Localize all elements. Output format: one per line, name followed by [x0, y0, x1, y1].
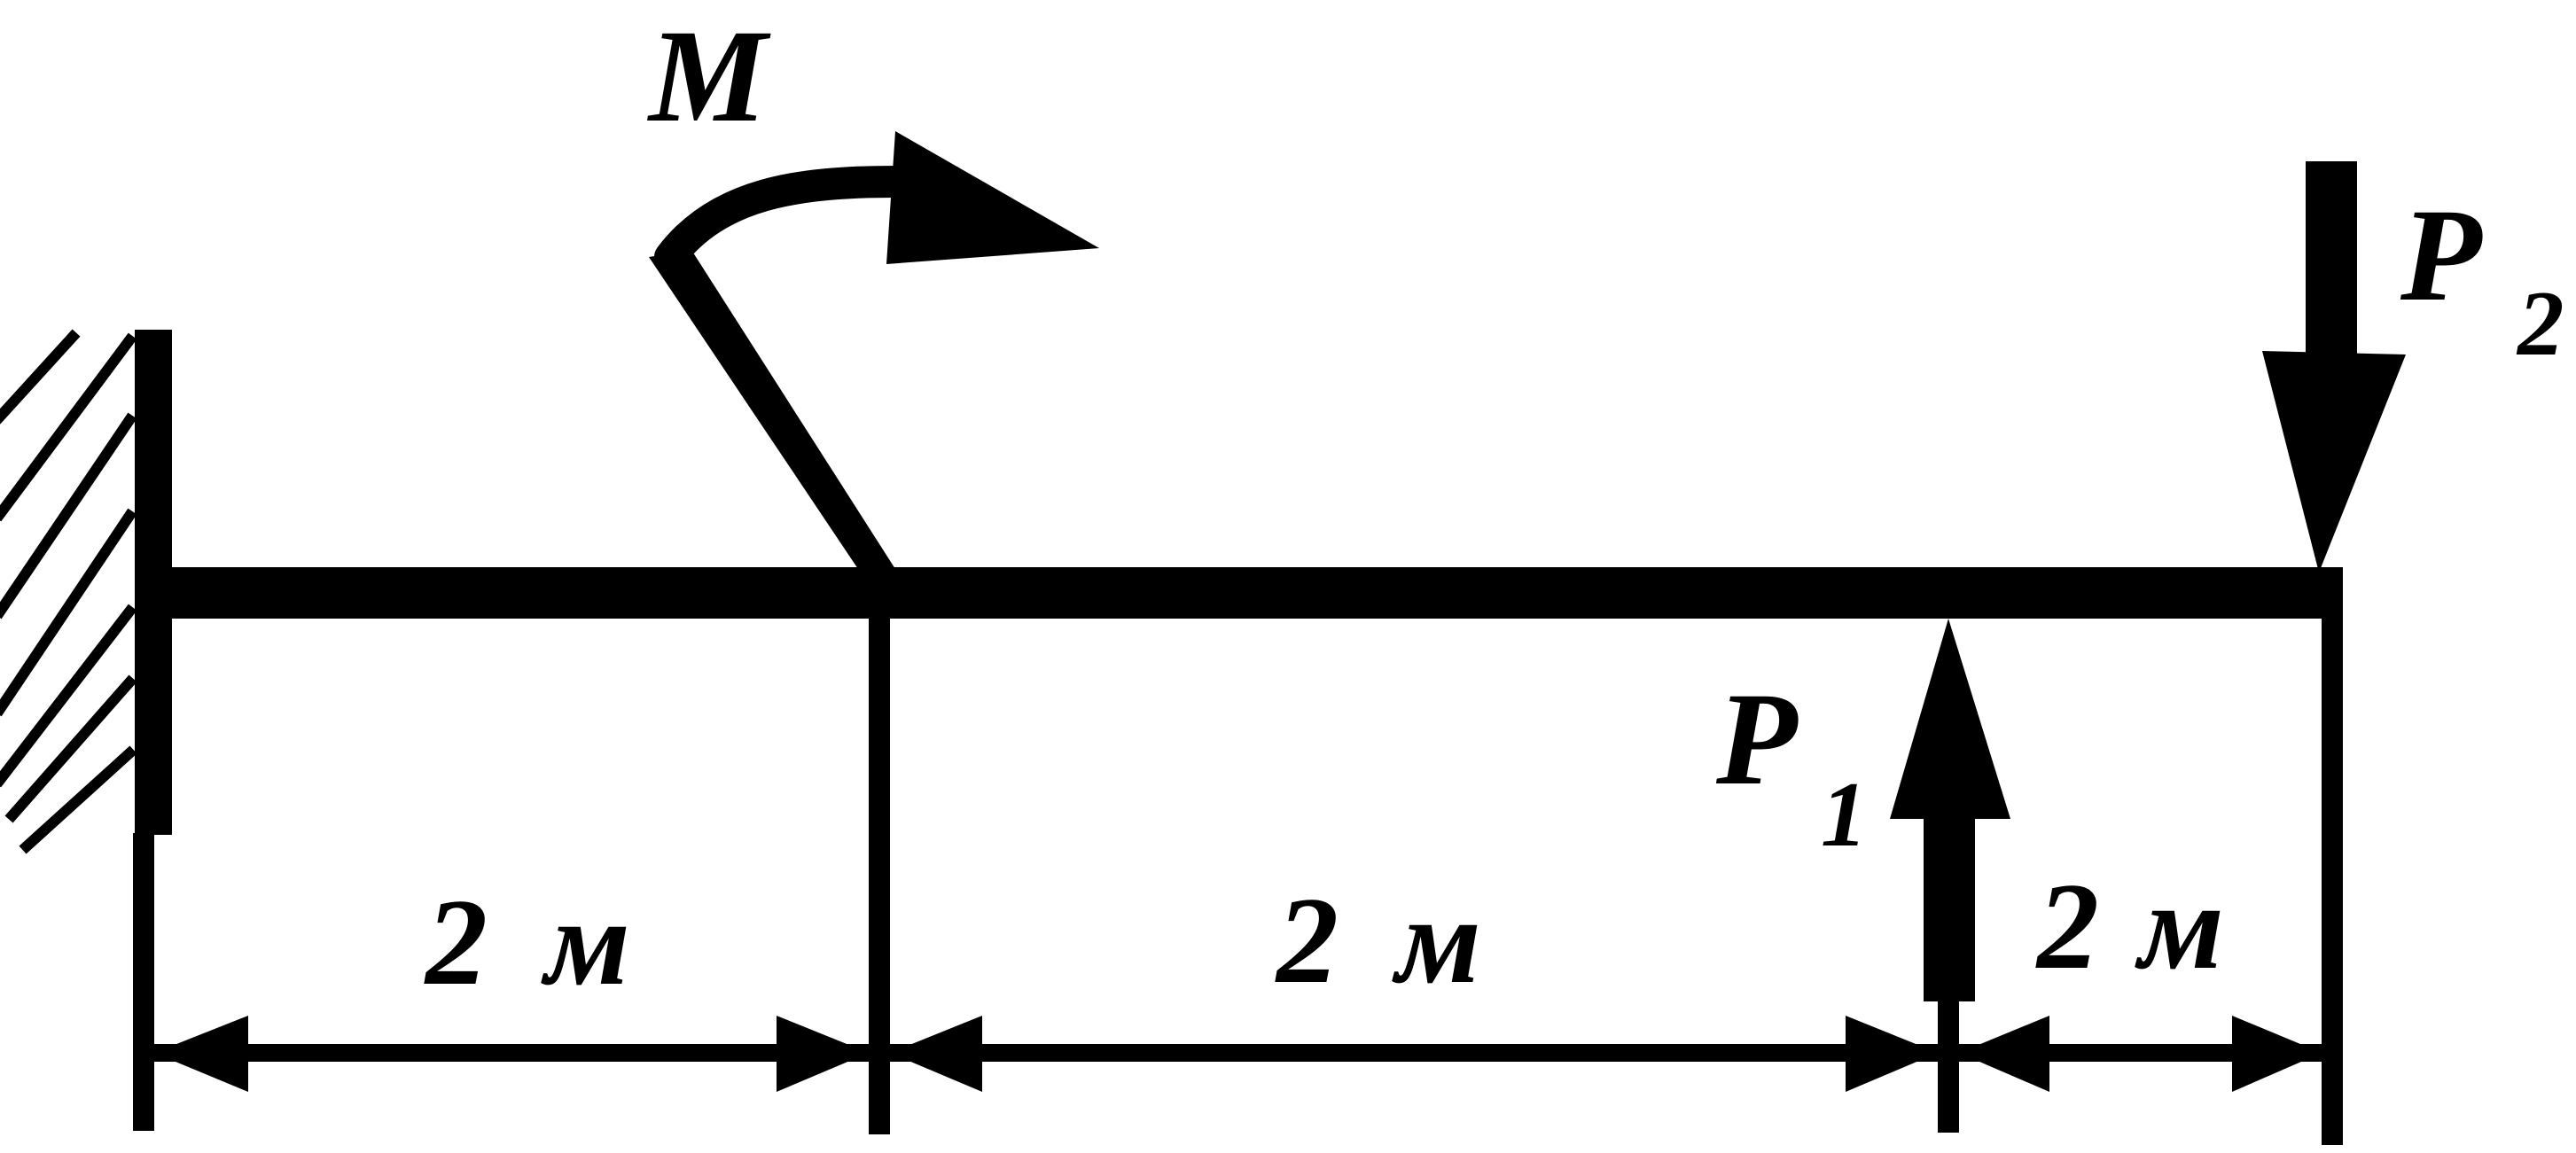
p2-shaft [2306, 161, 2357, 354]
dimension-line-bar [154, 1044, 2322, 1062]
p1-letter: P [1715, 666, 1799, 813]
p2-letter: P [2400, 182, 2483, 329]
moment-arm [649, 250, 895, 569]
dimension-extension-lines [133, 567, 2343, 1145]
dim-arrow-3-left [1959, 1016, 2049, 1092]
support-hatching [0, 329, 137, 854]
p2-subscript: 2 [2516, 271, 2564, 375]
beam [168, 567, 2342, 619]
force-p1: P 1 [1715, 619, 2010, 1001]
p2-arrowhead [2262, 351, 2406, 573]
dimension-label-1: 2 м [424, 874, 630, 1011]
dimension-2-unit: м [1392, 872, 1481, 1009]
dimension-label-2: 2 м [1275, 872, 1481, 1009]
support-wall-line [135, 330, 172, 835]
dimension-1-value: 2 [424, 874, 488, 1011]
dim-arrow-3-right [2232, 1016, 2322, 1092]
dim-arrow-1-right [777, 1016, 869, 1092]
dim-arrow-2-right [1846, 1016, 1938, 1092]
extension-line-left [133, 833, 154, 1131]
p1-subscript: 1 [1821, 762, 1868, 866]
dimension-line [154, 1016, 2322, 1092]
dimension-1-unit: м [541, 874, 630, 1011]
extension-line-right [2322, 567, 2343, 1145]
dim-arrow-1-left [154, 1016, 248, 1092]
dimension-2-value: 2 [1275, 872, 1339, 1009]
force-p2: P 2 [2262, 161, 2564, 573]
moment-label: M [647, 3, 771, 150]
dim-arrow-2-left [890, 1016, 982, 1092]
dimension-3-unit: м [2135, 858, 2224, 995]
p1-arrowhead [1890, 619, 2010, 819]
p1-label: P [1715, 666, 1799, 813]
moment-arc [654, 166, 911, 273]
moment-symbol: M [647, 3, 1099, 569]
dimension-3-value: 2 [2035, 858, 2099, 995]
moment-arrowhead [886, 131, 1099, 264]
dimension-arrowheads [154, 1016, 2322, 1092]
p2-label: P [2400, 182, 2483, 329]
fixed-support [0, 329, 172, 854]
p1-shaft [1924, 817, 1975, 1001]
dimension-label-3: 2 м [2035, 858, 2224, 995]
